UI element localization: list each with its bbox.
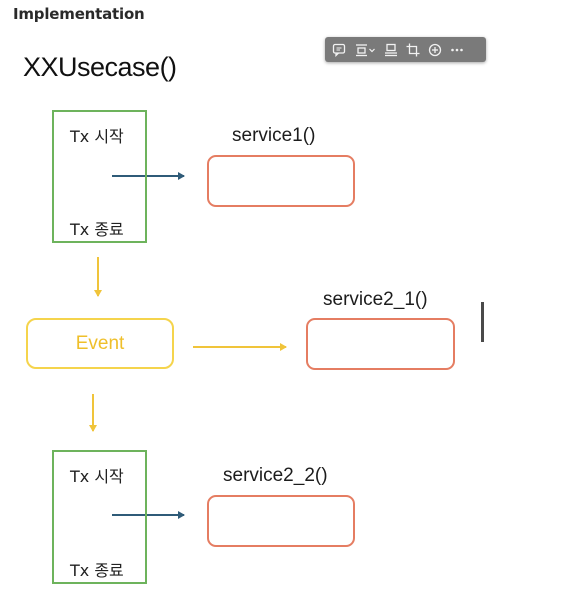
chevron-down-icon [368, 46, 376, 54]
floating-toolbar [325, 37, 486, 62]
more-icon[interactable] [447, 40, 467, 60]
tx-block-2[interactable]: Tx 시작 Tx 종료 [52, 450, 147, 584]
align-icon [355, 43, 368, 57]
add-circle-icon[interactable] [425, 40, 445, 60]
service1-box[interactable] [207, 155, 355, 207]
service2-2-box[interactable] [207, 495, 355, 547]
tx-end-label: Tx 종료 [70, 561, 124, 580]
tx-block-1[interactable]: Tx 시작 Tx 종료 [52, 110, 147, 243]
event-label: Event [75, 332, 125, 354]
tx-start-label: Tx 시작 [70, 467, 124, 486]
comment-icon[interactable] [329, 40, 349, 60]
service2-1-label: service2_1() [323, 289, 428, 310]
service1-label: service1() [232, 125, 316, 146]
align-dropdown-button[interactable] [351, 40, 379, 60]
layout-icon[interactable] [381, 40, 401, 60]
event-box[interactable]: Event [26, 318, 174, 369]
tx-start-label: Tx 시작 [70, 127, 124, 146]
tx-end-label: Tx 종료 [70, 220, 124, 239]
section-heading: Implementation [13, 5, 145, 23]
service2-1-box[interactable] [306, 318, 455, 370]
service2-2-label: service2_2() [223, 465, 328, 486]
usecase-title[interactable]: XXUsecase() [23, 52, 177, 82]
text-cursor [481, 302, 484, 342]
crop-icon[interactable] [403, 40, 423, 60]
